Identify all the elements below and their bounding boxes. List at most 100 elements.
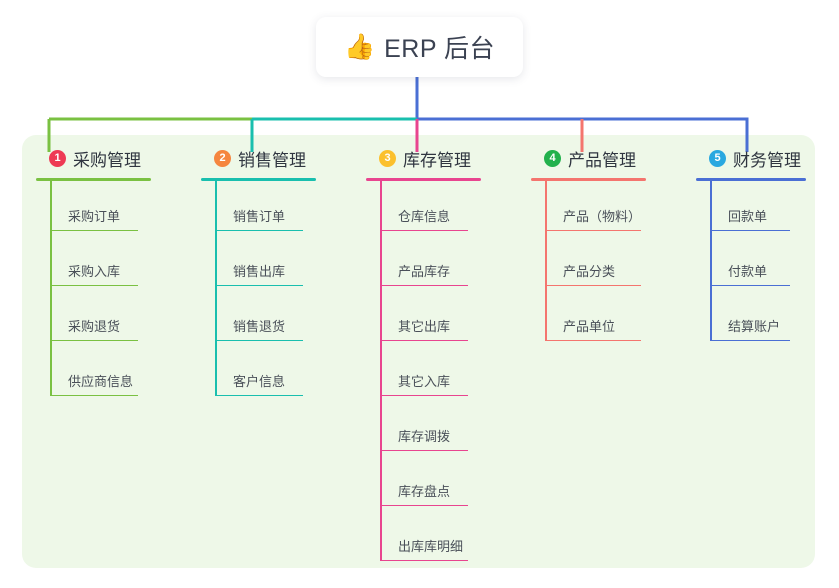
leaf-label: 供应商信息	[68, 374, 134, 389]
leaf-label: 产品分类	[563, 264, 616, 279]
leaf-label: 出库库明细	[398, 539, 464, 554]
branch-header-3[interactable]: 3 库存管理	[366, 146, 516, 170]
leaf-node[interactable]: 仓库信息	[380, 181, 516, 236]
leaf-label: 产品库存	[398, 264, 451, 279]
leaf-label: 采购退货	[68, 319, 121, 334]
leaf-node[interactable]: 库存调拨	[380, 401, 516, 456]
leaf-label: 结算账户	[728, 319, 781, 334]
branch-column-1: 1 采购管理采购订单采购入库采购退货供应商信息	[36, 146, 186, 401]
branch-spine-5	[710, 181, 712, 341]
root-title: ERP 后台	[384, 35, 496, 63]
leaf-node[interactable]: 产品单位	[545, 291, 681, 346]
leaf-node[interactable]: 回款单	[710, 181, 816, 236]
leaf-label: 采购入库	[68, 264, 121, 279]
branch-underline-4	[531, 178, 646, 181]
leaf-underline	[50, 230, 138, 231]
branch-leaf-list-4: 产品（物料） 产品分类产品单位	[531, 181, 681, 346]
leaf-underline	[710, 340, 790, 341]
leaf-underline	[50, 285, 138, 286]
leaf-underline	[215, 230, 303, 231]
branch-spine-1	[50, 181, 52, 396]
branch-column-4: 4 产品管理产品（物料） 产品分类产品单位	[531, 146, 681, 346]
leaf-node[interactable]: 产品库存	[380, 236, 516, 291]
branch-underline-5	[696, 178, 806, 181]
leaf-underline	[380, 285, 468, 286]
leaf-label: 销售出库	[233, 264, 286, 279]
leaf-node[interactable]: 采购退货	[50, 291, 186, 346]
branch-underline-3	[366, 178, 481, 181]
leaf-node[interactable]: 付款单	[710, 236, 816, 291]
root-node[interactable]: 👍 ERP 后台	[316, 17, 523, 77]
leaf-underline	[380, 395, 468, 396]
leaf-underline	[215, 340, 303, 341]
leaf-label: 库存盘点	[398, 484, 451, 499]
leaf-label: 库存调拨	[398, 429, 451, 444]
leaf-underline	[380, 230, 468, 231]
leaf-label: 销售退货	[233, 319, 286, 334]
leaf-underline	[50, 340, 138, 341]
leaf-label: 付款单	[728, 264, 768, 279]
leaf-underline	[380, 450, 468, 451]
branch-badge-4: 4	[544, 149, 561, 167]
branch-header-1[interactable]: 1 采购管理	[36, 146, 186, 170]
leaf-label: 产品（物料）	[563, 209, 642, 224]
leaf-underline	[380, 560, 468, 561]
leaf-label: 采购订单	[68, 209, 121, 224]
leaf-underline	[215, 285, 303, 286]
thumbs-up-icon: 👍	[343, 32, 376, 61]
leaf-node[interactable]: 出库库明细	[380, 511, 516, 566]
leaf-label: 其它出库	[398, 319, 451, 334]
leaf-label: 客户信息	[233, 374, 286, 389]
leaf-node[interactable]: 销售出库	[215, 236, 351, 291]
branch-title-3: 库存管理	[403, 150, 471, 170]
leaf-node[interactable]: 采购入库	[50, 236, 186, 291]
branch-spine-2	[215, 181, 217, 396]
branch-underline-2	[201, 178, 316, 181]
leaf-label: 回款单	[728, 209, 768, 224]
leaf-underline	[215, 395, 303, 396]
leaf-underline	[545, 230, 641, 231]
leaf-label: 其它入库	[398, 374, 451, 389]
leaf-node[interactable]: 其它入库	[380, 346, 516, 401]
leaf-underline	[380, 340, 468, 341]
branch-spine-4	[545, 181, 547, 341]
leaf-node[interactable]: 客户信息	[215, 346, 351, 401]
branches-background-panel	[22, 135, 815, 568]
branch-leaf-list-1: 采购订单采购入库采购退货供应商信息	[36, 181, 186, 401]
leaf-node[interactable]: 销售退货	[215, 291, 351, 346]
branch-leaf-list-2: 销售订单销售出库销售退货客户信息	[201, 181, 351, 401]
branch-leaf-list-5: 回款单付款单结算账户	[696, 181, 816, 346]
leaf-underline	[545, 285, 641, 286]
branch-spine-3	[380, 181, 382, 561]
leaf-node[interactable]: 其它出库	[380, 291, 516, 346]
leaf-node[interactable]: 产品（物料）	[545, 181, 681, 236]
leaf-node[interactable]: 销售订单	[215, 181, 351, 236]
leaf-node[interactable]: 库存盘点	[380, 456, 516, 511]
leaf-underline	[380, 505, 468, 506]
branch-badge-1: 1	[49, 149, 66, 167]
branch-column-3: 3 库存管理仓库信息产品库存其它出库其它入库库存调拨库存盘点出库库明细	[366, 146, 516, 566]
branch-header-2[interactable]: 2 销售管理	[201, 146, 351, 170]
leaf-underline	[50, 395, 138, 396]
branch-column-2: 2 销售管理销售订单销售出库销售退货客户信息	[201, 146, 351, 401]
branch-underline-1	[36, 178, 151, 181]
branch-badge-3: 3	[379, 149, 396, 167]
branch-badge-2: 2	[214, 149, 231, 167]
branch-header-4[interactable]: 4 产品管理	[531, 146, 681, 170]
branch-title-2: 销售管理	[238, 150, 306, 170]
branch-leaf-list-3: 仓库信息产品库存其它出库其它入库库存调拨库存盘点出库库明细	[366, 181, 516, 566]
leaf-underline	[545, 340, 641, 341]
leaf-underline	[710, 285, 790, 286]
leaf-node[interactable]: 供应商信息	[50, 346, 186, 401]
leaf-node[interactable]: 结算账户	[710, 291, 816, 346]
branch-title-4: 产品管理	[568, 150, 636, 170]
leaf-label: 仓库信息	[398, 209, 451, 224]
leaf-node[interactable]: 采购订单	[50, 181, 186, 236]
leaf-underline	[710, 230, 790, 231]
leaf-node[interactable]: 产品分类	[545, 236, 681, 291]
branch-badge-5: 5	[709, 149, 726, 167]
branch-title-1: 采购管理	[73, 150, 141, 170]
